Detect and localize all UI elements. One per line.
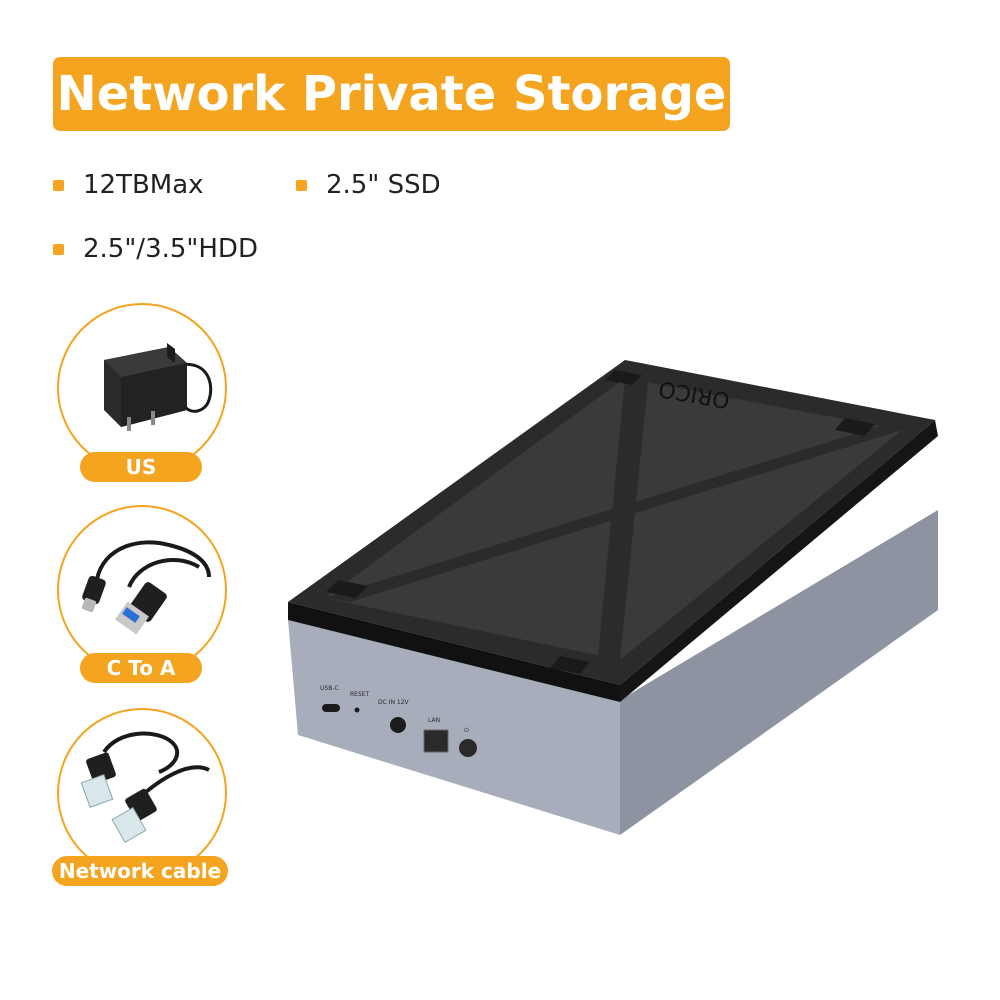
feature-item-capacity: 12TBMax (53, 170, 204, 200)
port-label-reset: RESET (350, 691, 370, 698)
feature-label: 12TBMax (83, 170, 204, 200)
accessory-label-c-to-a: C To A (80, 653, 202, 683)
accessory-label-us: US (80, 452, 202, 482)
accessory-power-adapter (57, 303, 227, 473)
usb-c-port-icon (322, 704, 340, 712)
power-symbol-icon: ⏻ (464, 727, 469, 734)
x-rib-b (598, 378, 648, 660)
feature-label: 2.5"/3.5"HDD (83, 234, 258, 264)
nas-enclosure: ORICO USB-C RESET DC IN 12V LAN ⏻ (270, 340, 970, 840)
lan-port-icon (423, 729, 449, 753)
feature-item-hdd: 2.5"/3.5"HDD (53, 234, 258, 264)
bullet-icon (53, 243, 64, 255)
port-label-dc-in: DC IN 12V (378, 699, 410, 706)
port-label-lan: LAN (428, 717, 440, 724)
feature-item-ssd: 2.5" SSD (296, 170, 441, 200)
feature-label: 2.5" SSD (326, 170, 441, 200)
dc-jack-icon (390, 717, 406, 733)
enclosure-front-face (288, 620, 620, 835)
title-banner: Network Private Storage (53, 57, 730, 131)
accessory-network-cable (57, 708, 227, 878)
bullet-icon (296, 179, 307, 191)
page-title: Network Private Storage (56, 66, 727, 122)
enclosure-side-face (620, 510, 938, 835)
accessory-label-network-cable: Network cable (52, 856, 228, 886)
nas-enclosure-illustration: ORICO USB-C RESET DC IN 12V LAN ⏻ (288, 360, 938, 835)
accessory-usb-cable (57, 505, 227, 675)
reset-hole-icon (354, 707, 360, 713)
power-button[interactable] (459, 739, 477, 757)
bullet-icon (53, 179, 64, 191)
power-adapter-icon (104, 343, 213, 431)
ethernet-cable-icon (80, 731, 210, 843)
usb-c-to-a-cable-icon (81, 540, 211, 635)
port-label-usb-c: USB-C (320, 685, 339, 692)
